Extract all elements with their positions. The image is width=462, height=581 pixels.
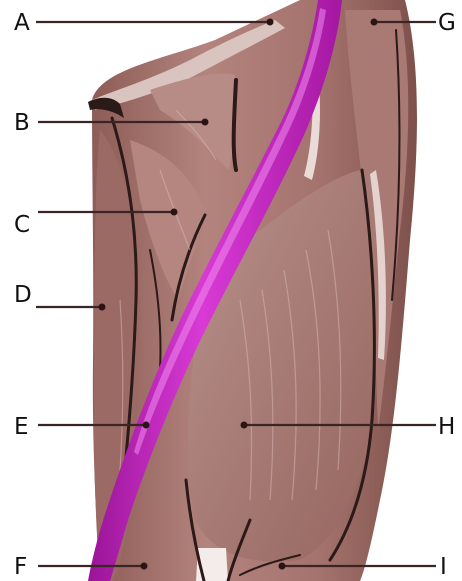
leader-dot-h: [241, 422, 248, 429]
label-i: I: [440, 554, 447, 580]
label-g: G: [438, 10, 456, 36]
label-e: E: [14, 414, 29, 440]
label-c: C: [14, 212, 30, 238]
leader-dot-f: [141, 563, 148, 570]
label-d: D: [14, 282, 32, 308]
label-h: H: [438, 414, 455, 440]
label-f: F: [14, 554, 27, 580]
leader-dot-e: [143, 422, 150, 429]
leader-dot-g: [371, 19, 378, 26]
leader-dot-d: [99, 304, 106, 311]
thigh-illustration: [88, 0, 417, 581]
label-b: B: [14, 110, 30, 136]
leader-dot-i: [279, 563, 286, 570]
label-a: A: [14, 10, 30, 36]
leader-dot-b: [202, 119, 209, 126]
leader-dot-a: [267, 19, 274, 26]
leader-dot-c: [171, 209, 178, 216]
